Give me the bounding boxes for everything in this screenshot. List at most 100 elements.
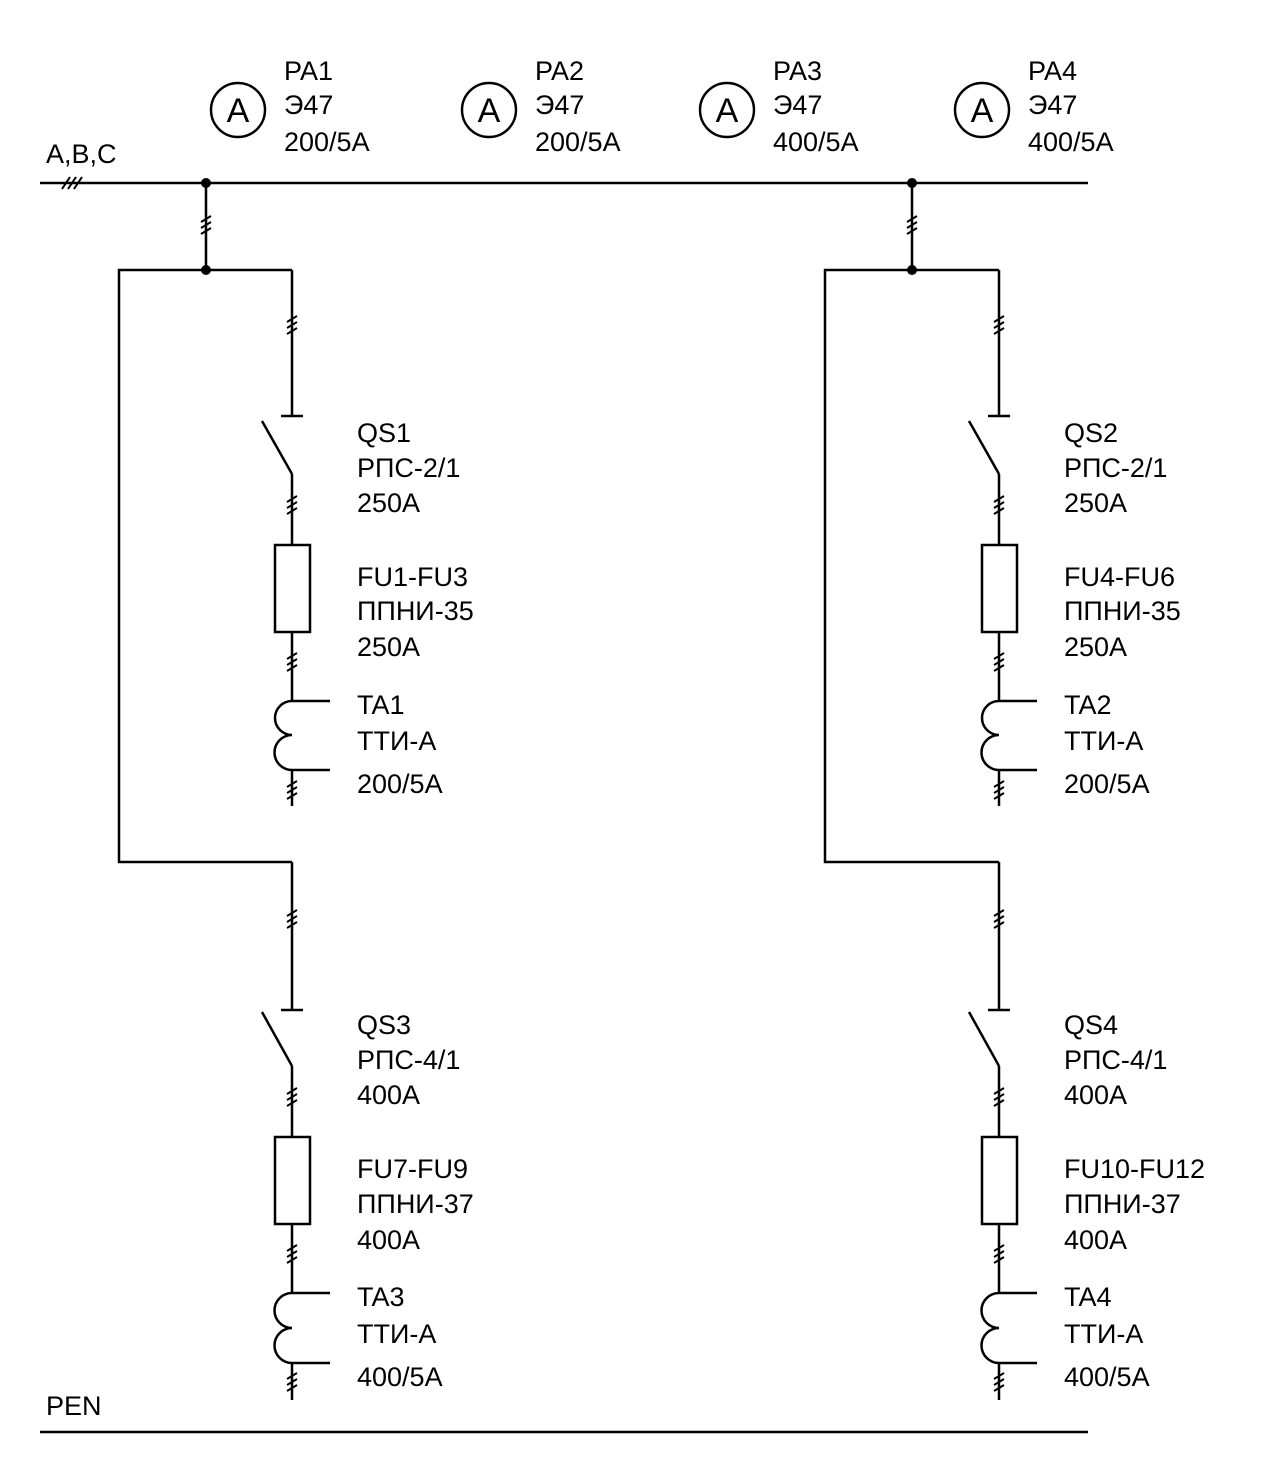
- phase-tick-icon: [993, 315, 1005, 335]
- phase-tick-icon: [286, 780, 298, 800]
- transformer-type: ТТИ-А: [357, 726, 436, 756]
- phase-tick-icon: [286, 909, 298, 929]
- phase-tick-icon: [993, 652, 1005, 672]
- fuse-type: ППНИ-37: [1064, 1189, 1181, 1219]
- phase-tick-icon: [993, 1087, 1005, 1107]
- ammeter-pa4: A PA4 Э47 400/5A: [953, 56, 1114, 157]
- ammeter-rating: 400/5A: [773, 127, 859, 157]
- ammeter-symbol: A: [227, 92, 250, 130]
- switch-blade-icon: [967, 1011, 1001, 1067]
- switch-id: QS4: [1064, 1010, 1118, 1040]
- transformer-id: TA3: [357, 1282, 405, 1312]
- ammeter-rating: 200/5A: [535, 127, 621, 157]
- phase-tick-icon: [286, 315, 298, 335]
- switch-rating: 400A: [357, 1080, 420, 1110]
- ammeter-type: Э47: [535, 90, 584, 120]
- bus-pen-label: PEN: [46, 1391, 102, 1421]
- fuse-rating: 400A: [1064, 1225, 1127, 1255]
- transformer-rating: 400/5A: [357, 1362, 443, 1392]
- switch-blade-icon: [260, 420, 294, 475]
- bus-phase-tick: [61, 176, 71, 190]
- bus-phase-tick: [67, 176, 77, 190]
- ammeter-pa1: A PA1 Э47 200/5A: [209, 56, 370, 157]
- transformer-id: TA1: [357, 690, 405, 720]
- transformer-rating: 200/5A: [357, 769, 443, 799]
- phase-tick-icon: [286, 1087, 298, 1107]
- transformer-rating: 400/5A: [1064, 1362, 1150, 1392]
- bypass-line: [823, 268, 999, 864]
- phase-tick-icon: [993, 1244, 1005, 1264]
- switch-type: РПС-2/1: [1064, 453, 1167, 483]
- current-transformer-icon: [980, 699, 1037, 772]
- phase-tick-icon: [993, 495, 1005, 515]
- ammeter-icon: [698, 81, 756, 139]
- ammeter-pa2: A PA2 Э47 200/5A: [460, 56, 621, 157]
- switch-type: РПС-2/1: [357, 453, 460, 483]
- current-transformer-icon: [980, 1291, 1037, 1365]
- phase-tick-icon: [993, 780, 1005, 800]
- ammeter-id: PA3: [773, 56, 822, 86]
- switch-id: QS1: [357, 418, 411, 448]
- fuse-icon: [273, 1135, 312, 1226]
- fuse-rating: 250A: [1064, 632, 1127, 662]
- ammeter-icon: [460, 81, 518, 139]
- phase-tick-icon: [286, 1372, 298, 1392]
- fuse-id: FU7-FU9: [357, 1154, 468, 1184]
- switch-blade-icon: [260, 1011, 294, 1067]
- fuse-type: ППНИ-37: [357, 1189, 474, 1219]
- transformer-id: TA2: [1064, 690, 1112, 720]
- phase-tick-icon: [200, 215, 212, 235]
- switch-rating: 250A: [1064, 488, 1127, 518]
- transformer-rating: 200/5A: [1064, 769, 1150, 799]
- ammeter-symbol: A: [716, 92, 739, 130]
- phase-tick-icon: [993, 909, 1005, 929]
- switch-type: РПС-4/1: [357, 1045, 460, 1075]
- ammeter-icon: [953, 81, 1011, 139]
- fuse-icon: [980, 1135, 1019, 1226]
- phase-tick-icon: [993, 1372, 1005, 1392]
- switch-type: РПС-4/1: [1064, 1045, 1167, 1075]
- ammeter-type: Э47: [773, 90, 822, 120]
- fuse-type: ППНИ-35: [357, 596, 474, 626]
- ammeter-type: Э47: [1028, 90, 1077, 120]
- fuse-icon: [273, 543, 312, 634]
- phase-tick-icon: [286, 1244, 298, 1264]
- bypass-line: [117, 268, 292, 864]
- fuse-rating: 250A: [357, 632, 420, 662]
- ammeter-symbol: A: [971, 92, 994, 130]
- switch-id: QS3: [357, 1010, 411, 1040]
- phase-tick-icon: [906, 215, 918, 235]
- fuse-id: FU10-FU12: [1064, 1154, 1205, 1184]
- switch-rating: 250A: [357, 488, 420, 518]
- current-transformer-icon: [273, 1291, 330, 1365]
- fuse-type: ППНИ-35: [1064, 596, 1181, 626]
- fuse-rating: 400A: [357, 1225, 420, 1255]
- transformer-type: ТТИ-А: [357, 1319, 436, 1349]
- current-transformer-icon: [273, 699, 330, 772]
- transformer-type: ТТИ-А: [1064, 726, 1143, 756]
- transformer-id: TA4: [1064, 1282, 1112, 1312]
- bus-abc-label: A,B,C: [46, 139, 117, 169]
- feeder-right: QS2 РПС-2/1 250A FU4-FU6 ППНИ-35 250A TA…: [823, 178, 1205, 1400]
- ammeter-id: PA2: [535, 56, 584, 86]
- transformer-type: ТТИ-А: [1064, 1319, 1143, 1349]
- phase-tick-icon: [286, 495, 298, 515]
- fuse-id: FU1-FU3: [357, 562, 468, 592]
- fuse-id: FU4-FU6: [1064, 562, 1175, 592]
- ammeter-type: Э47: [284, 90, 333, 120]
- ammeter-rating: 400/5A: [1028, 127, 1114, 157]
- ammeter-rating: 200/5A: [284, 127, 370, 157]
- switch-blade-icon: [967, 420, 1001, 475]
- ammeter-symbol: A: [478, 92, 501, 130]
- ammeter-id: PA4: [1028, 56, 1077, 86]
- bus-phase-tick: [73, 176, 83, 190]
- ammeter-icon: [209, 81, 267, 139]
- switch-id: QS2: [1064, 418, 1118, 448]
- switch-rating: 400A: [1064, 1080, 1127, 1110]
- fuse-icon: [980, 543, 1019, 634]
- phase-tick-icon: [286, 652, 298, 672]
- ammeter-id: PA1: [284, 56, 333, 86]
- feeder-left: QS1 РПС-2/1 250A FU1-FU3 ППНИ-35 250A TA…: [117, 178, 474, 1400]
- ammeter-pa3: A PA3 Э47 400/5A: [698, 56, 859, 157]
